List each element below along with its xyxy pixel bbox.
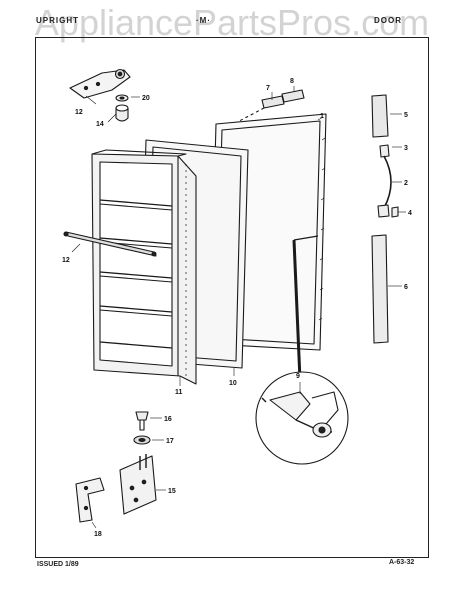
callout-17: 17	[166, 438, 174, 445]
inner-door-liner-part	[91, 149, 197, 385]
callout-18: 18	[94, 531, 102, 538]
callout-3: 3	[404, 145, 408, 152]
header-left: UPRIGHT	[36, 16, 79, 25]
handle-cover-strip-part	[371, 94, 389, 138]
footer-issued: ISSUED 1/89	[37, 561, 79, 568]
lower-trim-strip-part	[371, 234, 389, 344]
callout-1: 1	[320, 113, 324, 120]
watermark: AppliancePartsPros.com	[34, 2, 430, 43]
callout-7: 7	[266, 85, 270, 92]
callout-9: 9	[296, 373, 300, 380]
washer-top-part	[115, 94, 129, 102]
callout-5: 5	[404, 112, 408, 119]
washer-bottom-part	[133, 435, 151, 445]
callout-12-top: 12	[75, 109, 83, 116]
callout-15: 15	[168, 488, 176, 495]
top-hinge-part	[69, 68, 131, 99]
callout-2: 2	[404, 180, 408, 187]
callout-12-shelf: 12	[62, 257, 70, 264]
diagram-frame	[35, 37, 429, 558]
callout-14: 14	[96, 121, 104, 128]
callout-10: 10	[229, 380, 237, 387]
hinge-shim-part	[75, 477, 105, 523]
header-right: DOOR	[374, 16, 402, 25]
callout-6: 6	[404, 284, 408, 291]
detail-circle-part	[255, 371, 349, 465]
callout-20: 20	[142, 95, 150, 102]
shelf-bar-part	[63, 231, 157, 257]
callout-16: 16	[164, 416, 172, 423]
footer-code: A-63-32	[389, 559, 415, 566]
trim-strips-part	[225, 89, 305, 129]
bottom-hinge-part	[119, 454, 157, 515]
hinge-pin-part	[135, 411, 149, 431]
callout-8: 8	[290, 78, 294, 85]
callout-11: 11	[175, 389, 183, 396]
door-handle-part	[377, 144, 399, 218]
leader-lines	[71, 86, 406, 529]
callout-4: 4	[408, 210, 412, 217]
top-bushing-part	[115, 104, 129, 122]
header-middle: ·M·	[196, 16, 211, 25]
